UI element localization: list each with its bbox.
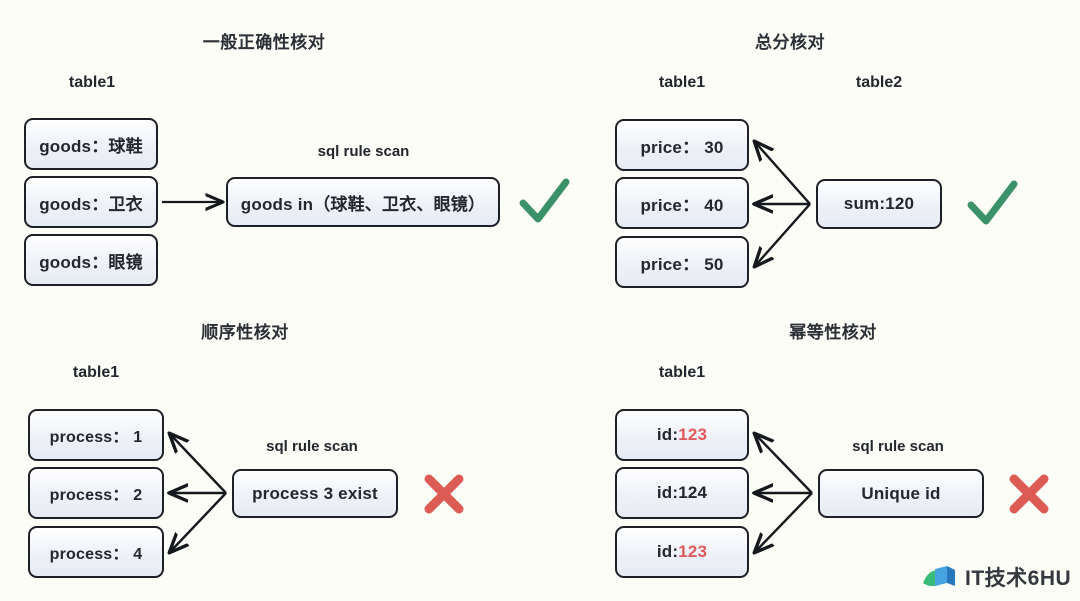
section-title-sum-reconciliation: 总分核对	[755, 33, 825, 52]
node-q3-rule: process 3 exist	[232, 469, 398, 518]
node-q4-row-2-number: 124	[678, 483, 708, 502]
result-cross-q3	[424, 474, 464, 514]
node-q1-row-3: goods：眼镜	[24, 234, 158, 286]
arrow-group-q3	[170, 434, 227, 552]
node-q3-row-2: process： 2	[28, 467, 164, 519]
watermark-text: IT技术6HU	[965, 567, 1072, 590]
scan-label-q3: sql rule scan	[266, 438, 358, 455]
node-q4-row-2-prefix: id:	[656, 483, 679, 502]
node-q4-row-3-prefix: id:	[656, 542, 679, 561]
watermark-logo-icon	[923, 566, 955, 587]
table-label-q2-table1: table1	[658, 74, 706, 91]
watermark: IT技术6HU	[921, 562, 1071, 592]
scan-label-q1: sql rule scan	[317, 143, 410, 160]
node-q2-row-3: price： 50	[615, 236, 749, 288]
node-q3-row-1: process： 1	[28, 409, 164, 461]
section-title-sequence-correctness: 顺序性核对	[201, 323, 289, 342]
result-check-q2	[967, 180, 1018, 225]
scan-label-q4: sql rule scan	[852, 438, 944, 455]
node-q4-row-1-prefix: id:	[656, 425, 679, 444]
section-title-idempotency-correctness: 幂等性核对	[789, 323, 877, 342]
node-q3-row-3: process： 4	[28, 526, 164, 578]
table-label-q4-table1: table1	[658, 364, 706, 381]
node-q4-row-3-number: 123	[678, 542, 708, 561]
table-label-q2-table2: table2	[855, 74, 903, 91]
table-label-q3-table1: table1	[72, 364, 120, 381]
node-q1-row-1: goods：球鞋	[24, 118, 158, 170]
node-q4-row-3: id:123	[615, 526, 749, 578]
node-q4-row-1-number: 123	[678, 425, 708, 444]
node-q4-row-2: id:124	[615, 467, 749, 519]
node-q2-row-1: price： 30	[615, 119, 749, 171]
table-label-q1-table1: table1	[68, 74, 116, 91]
node-q4-row-1: id:123	[615, 409, 749, 461]
arrow-group-q2	[755, 142, 811, 266]
result-check-q1	[519, 178, 570, 223]
arrow-group-q4	[755, 434, 813, 552]
result-cross-q4	[1009, 474, 1049, 514]
section-title-general-correctness: 一般正确性核对	[202, 33, 326, 52]
node-q1-rule: goods in（球鞋、卫衣、眼镜）	[226, 177, 500, 227]
node-q2-row-2: price： 40	[615, 177, 749, 229]
node-q1-row-2: goods：卫衣	[24, 176, 158, 228]
node-q4-rule: Unique id	[818, 469, 984, 518]
node-q2-rule: sum:120	[816, 179, 942, 229]
